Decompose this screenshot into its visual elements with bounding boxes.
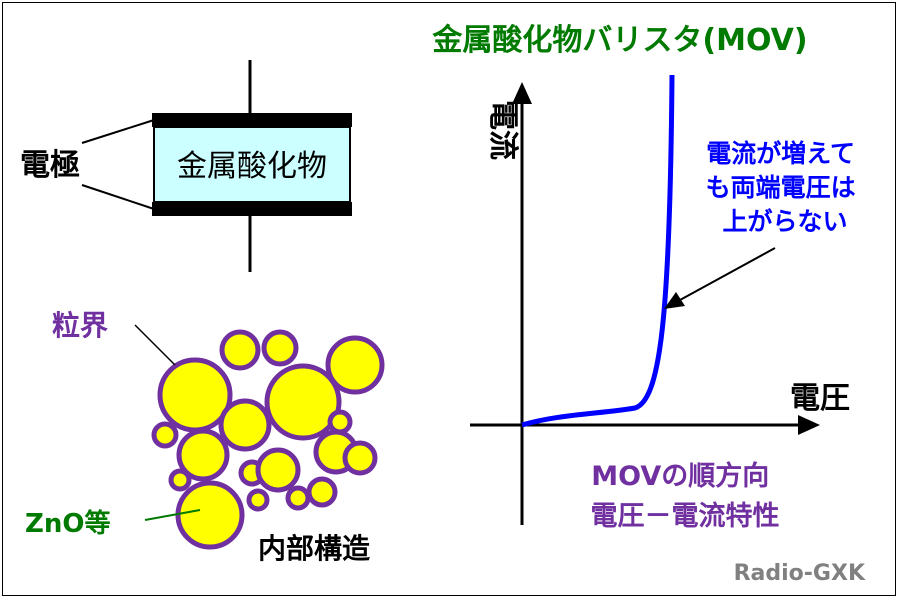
grain-leader — [144, 509, 201, 521]
grain — [175, 480, 245, 550]
x-axis-label: 電圧 — [790, 381, 850, 416]
vi-curve — [521, 74, 675, 428]
bottom-electrode — [152, 202, 352, 216]
grain — [264, 363, 342, 441]
electrode-leader-top — [81, 119, 155, 144]
metal-oxide-label: 金属酸化物 — [177, 149, 327, 184]
metal-oxide-body — [153, 126, 351, 203]
annotation-line: も両端電圧は — [706, 173, 856, 202]
diagram-title: 金属酸化物バリスタ(MOV) — [431, 23, 807, 58]
annotation-arrow-line — [679, 247, 776, 301]
grain-boundary-leader — [134, 324, 176, 366]
grain — [219, 329, 261, 371]
grain — [325, 335, 385, 395]
y-axis-label: 電流 — [485, 100, 520, 160]
grain — [261, 329, 299, 367]
internal-structure-caption: 内部構造 — [258, 532, 370, 565]
grain-boundary-label: 粒界 — [52, 309, 108, 342]
graph-caption-line: 電圧－電流特性 — [591, 501, 780, 532]
annotation-line: 上がらない — [722, 207, 847, 236]
electrode-leader-bottom — [81, 184, 155, 210]
x-axis-arrow — [798, 415, 820, 435]
grain — [218, 398, 272, 452]
grain — [255, 447, 301, 493]
grain — [168, 468, 192, 492]
grain — [327, 409, 353, 435]
y-axis-arrow — [512, 82, 532, 104]
internal-structure: 粒界 ZnO等 内部構造 — [25, 309, 385, 565]
varistor-component: 金属酸化物 電極 — [20, 60, 352, 272]
graph-caption-line: MOVの順方向 — [591, 460, 769, 492]
grain — [246, 488, 270, 512]
grain — [306, 476, 338, 508]
grain-label: ZnO等 — [25, 508, 110, 539]
graph-caption: MOVの順方向 電圧－電流特性 — [591, 460, 780, 532]
grain — [176, 428, 230, 482]
top-electrode — [152, 113, 352, 127]
annotation-line: 電流が増えて — [706, 139, 855, 168]
annotation-arrowhead — [664, 292, 685, 309]
electrode-label: 電極 — [20, 148, 80, 183]
grain — [285, 485, 311, 511]
grain — [342, 440, 378, 476]
credit-text: Radio-GXK — [734, 561, 866, 586]
vi-graph: 電流 電圧 電流が増えて も両端電圧は 上がらない MOVの順方向 電圧－電流特… — [470, 74, 865, 532]
grain — [151, 421, 179, 449]
annotation-text: 電流が増えて も両端電圧は 上がらない — [706, 139, 865, 236]
